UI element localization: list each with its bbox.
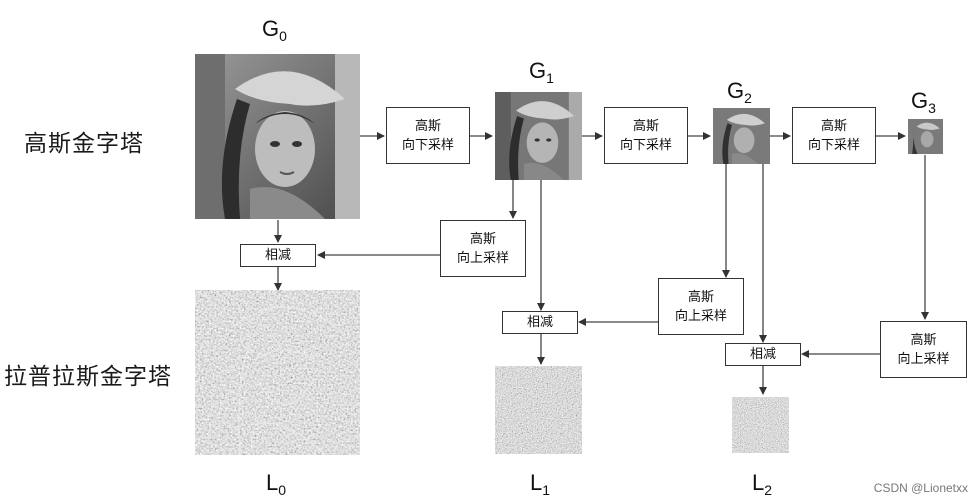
downsample-box-1-line2: 向下采样 [401, 137, 454, 153]
g1-label: G1 [529, 58, 554, 86]
l0-label: L0 [266, 470, 287, 498]
upsample-box-1-line2: 向上采样 [456, 250, 509, 266]
downsample-box-2-line2: 向下采样 [619, 137, 672, 153]
g3-image [908, 119, 943, 154]
edge-texture-l1 [495, 366, 582, 454]
upsample-box-3-line1: 高斯 [910, 332, 937, 348]
downsample-box-1-line1: 高斯 [414, 118, 441, 134]
upsample-box-3-line2: 向上采样 [897, 351, 950, 367]
upsample-box-2: 高斯 向上采样 [658, 278, 744, 335]
downsample-box-3: 高斯 向下采样 [792, 107, 876, 164]
downsample-box-3-line1: 高斯 [820, 118, 847, 134]
downsample-box-3-line2: 向下采样 [807, 137, 860, 153]
subtract-box-1-label: 相减 [526, 315, 553, 330]
g1-image [495, 92, 582, 180]
upsample-box-1: 高斯 向上采样 [440, 220, 526, 277]
l1-image [495, 366, 582, 454]
g2-image [713, 108, 770, 164]
g3-label: G3 [911, 88, 936, 116]
gaussian-pyramid-label: 高斯金字塔 [24, 131, 144, 157]
edge-texture-l2 [732, 397, 789, 453]
l2-image [732, 397, 789, 453]
g0-label: G0 [262, 16, 287, 44]
portrait-g0 [195, 54, 360, 219]
l1-label: L1 [530, 470, 551, 498]
portrait-g2 [713, 108, 770, 164]
upsample-box-2-line2: 向上采样 [674, 308, 727, 324]
subtract-box-1: 相减 [502, 311, 578, 334]
laplacian-pyramid-label: 拉普拉斯金字塔 [4, 364, 172, 390]
l0-image [195, 290, 360, 455]
g2-label: G2 [727, 78, 752, 106]
l2-label: L2 [752, 470, 773, 498]
subtract-box-0: 相减 [240, 244, 316, 267]
subtract-box-0-label: 相减 [264, 248, 291, 263]
g0-image [195, 54, 360, 219]
upsample-box-2-line1: 高斯 [687, 289, 714, 305]
subtract-box-2-label: 相减 [749, 347, 776, 362]
upsample-box-1-line1: 高斯 [469, 231, 496, 247]
watermark: CSDN @Lionetxx [873, 481, 968, 495]
portrait-g3 [908, 119, 943, 154]
downsample-box-1: 高斯 向下采样 [386, 107, 470, 164]
downsample-box-2-line1: 高斯 [632, 118, 659, 134]
edge-texture-l0 [195, 290, 360, 455]
subtract-box-2: 相减 [725, 343, 801, 366]
upsample-box-3: 高斯 向上采样 [880, 321, 967, 378]
downsample-box-2: 高斯 向下采样 [604, 107, 688, 164]
portrait-g1 [495, 92, 582, 180]
